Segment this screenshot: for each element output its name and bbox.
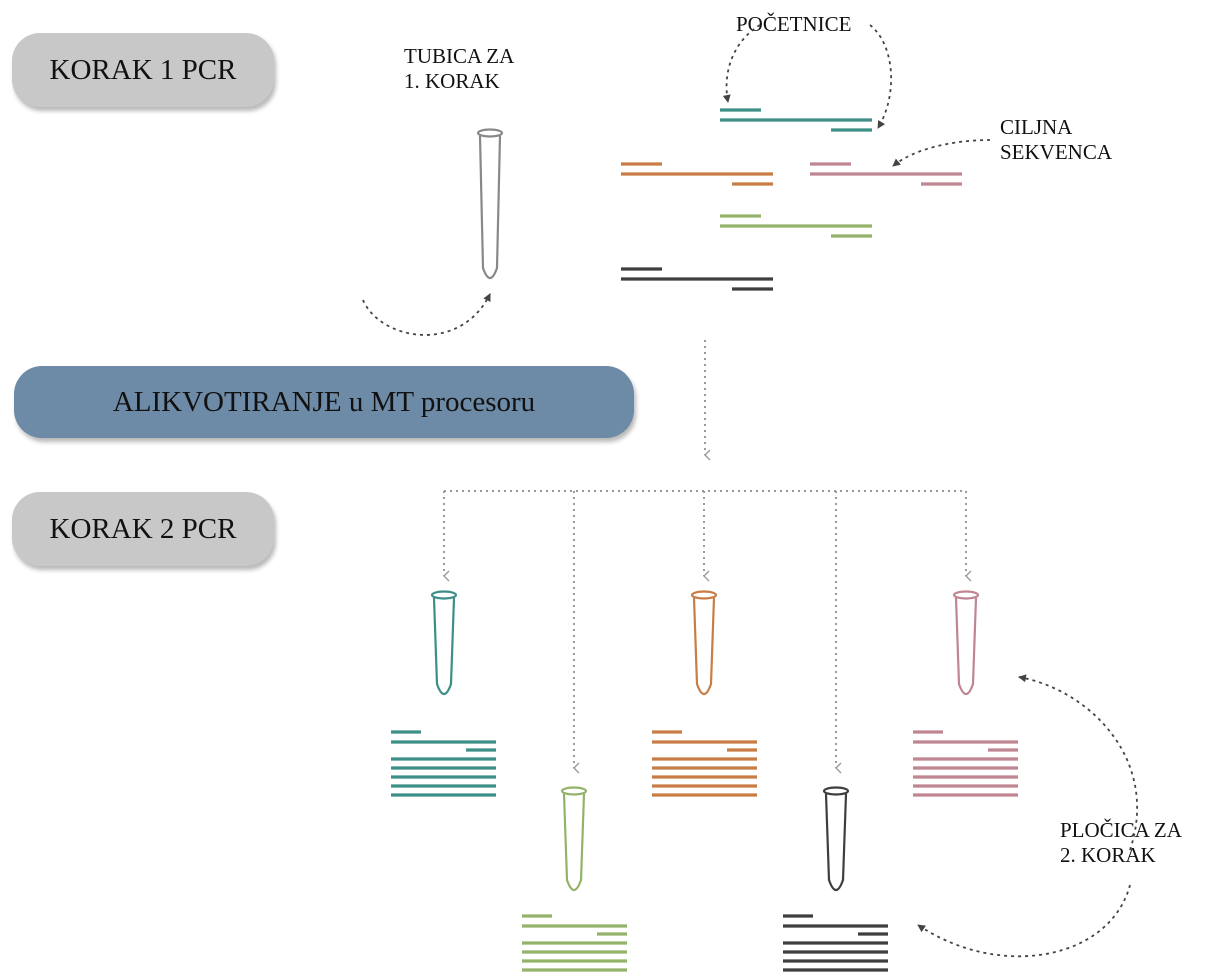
- target-label: CILJNA SEKVENCA: [1000, 115, 1112, 165]
- step2-tube-orange: [690, 590, 718, 696]
- tube-body: [478, 135, 502, 280]
- step1-amplicons: [621, 108, 962, 291]
- primer-arrow-right: [869, 24, 893, 129]
- amplicon-green: [720, 214, 872, 238]
- tube-label: TUBICA ZA 1. KORAK: [404, 44, 514, 94]
- amplicon-teal: [720, 108, 872, 132]
- plate-label-line1: PLOČICA ZA: [1060, 818, 1182, 842]
- primers-label: POČETNICE: [736, 12, 852, 37]
- step1-pill: KORAK 1 PCR: [12, 33, 274, 107]
- tube-body: [954, 597, 978, 696]
- tube-label-line2: 1. KORAK: [404, 69, 500, 93]
- step2-tube-pink: [952, 590, 980, 696]
- tube-rim: [822, 786, 850, 796]
- amplicon-dark: [621, 267, 773, 291]
- tube-body: [432, 597, 456, 696]
- target-callout-arrow: [892, 139, 991, 167]
- plate-label: PLOČICA ZA 2. KORAK: [1060, 818, 1182, 868]
- tube-body: [692, 597, 716, 696]
- stack-teal: [391, 730, 496, 797]
- tube-rim: [560, 786, 588, 796]
- stack-green: [522, 914, 627, 972]
- stack-dark: [783, 914, 888, 972]
- plate-arrow-down: [917, 884, 1131, 958]
- tube-rim: [430, 590, 458, 600]
- tube-body: [824, 793, 848, 892]
- primers-label-text: POČETNICE: [736, 12, 852, 36]
- step2-tube-dark: [822, 786, 850, 892]
- tube-rim: [476, 128, 504, 138]
- target-label-line2: SEKVENCA: [1000, 140, 1113, 164]
- step2-tube-green: [560, 786, 588, 892]
- step1-label: KORAK 1 PCR: [49, 53, 237, 86]
- tube-rim: [952, 590, 980, 600]
- tube-rim: [690, 590, 718, 600]
- step2-pill: KORAK 2 PCR: [12, 492, 274, 566]
- tube-callout-arrow: [362, 293, 491, 336]
- step2-tube-teal: [430, 590, 458, 696]
- amplicon-orange: [621, 162, 773, 186]
- tube-label-line1: TUBICA ZA: [404, 44, 515, 68]
- aliquot-pill: ALIKVOTIRANJE u MT procesoru: [14, 366, 634, 438]
- step2-amplicon-stacks: [391, 730, 1018, 972]
- stack-pink: [913, 730, 1018, 797]
- step1-tube: [476, 128, 504, 280]
- amplicon-pink: [810, 162, 962, 186]
- step2-label: KORAK 2 PCR: [49, 512, 237, 545]
- tube-body: [562, 793, 586, 892]
- plate-label-line2: 2. KORAK: [1060, 843, 1156, 867]
- aliquot-label: ALIKVOTIRANJE u MT procesoru: [112, 385, 536, 418]
- stack-orange: [652, 730, 757, 797]
- tubes: [430, 128, 980, 892]
- target-label-line1: CILJNA: [1000, 115, 1073, 139]
